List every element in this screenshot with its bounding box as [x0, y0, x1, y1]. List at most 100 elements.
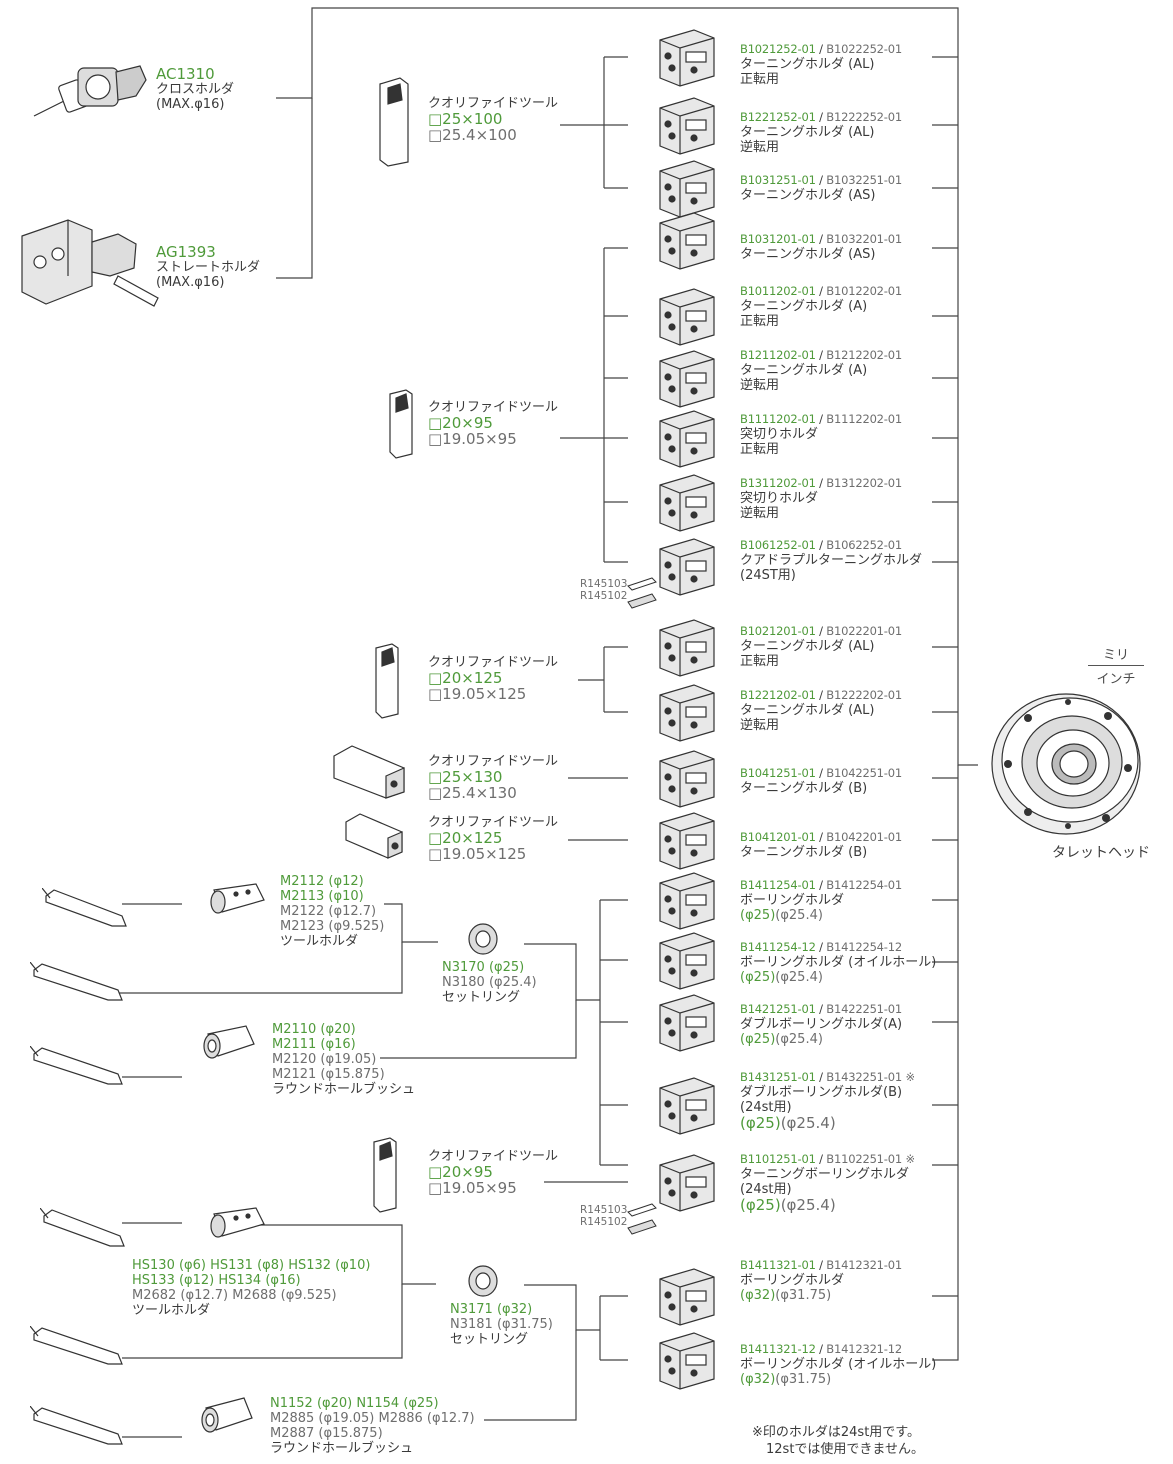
label-text: クオリファイドツール [428, 1149, 558, 1164]
label-text: セットリング [442, 990, 537, 1005]
holder-block-icon [654, 407, 720, 469]
boring-bar-icon [30, 1326, 126, 1368]
boring-bar-icon [42, 888, 130, 930]
label-text: B1431251-01 [740, 1070, 816, 1084]
label-text: クオリファイドツール [428, 400, 558, 415]
qualified-tool-icon [386, 388, 416, 460]
label-text: 逆転用 [740, 718, 902, 733]
label-line: (φ32)(φ31.75) [740, 1372, 936, 1387]
holder-block-icon [654, 471, 720, 533]
label-line: B1101251-01 / B1102251-01 ※ [740, 1152, 915, 1167]
boring-bar-icon [30, 1406, 126, 1448]
holder-block-icon [654, 1329, 720, 1391]
cross-holder-name: クロスホルダ [156, 82, 234, 97]
tool-holder-sleeve-icon [206, 1204, 268, 1244]
straight-holder-label: AG1393 ストレートホルダ (MAX.φ16) [156, 244, 260, 290]
label-text: クオリファイドツール [428, 96, 558, 111]
holder-block-icon [654, 285, 720, 347]
boring-bar-icon [30, 962, 126, 1004]
label-line: B1041201-01 / B1042201-01 [740, 830, 902, 845]
label-text: B1211202-01 [740, 348, 816, 362]
qualified-tool-label: クオリファイドツール □20×95 □19.05×95 [428, 400, 558, 447]
label-text: B1411254-01 [740, 878, 816, 892]
holder-label: B1021201-01 / B1022201-01 ターニングホルダ (AL)正… [740, 624, 902, 669]
label-text: B1101251-01 [740, 1152, 816, 1166]
label-line: B1011202-01 / B1012202-01 [740, 284, 902, 299]
label-line: (φ25)(φ25.4) [740, 1032, 902, 1047]
label-text: □20×125 [428, 670, 558, 686]
qualified-tool-icon [332, 742, 408, 800]
label-text: □19.05×125 [428, 846, 558, 862]
label-text: ボーリングホルダ [740, 1273, 902, 1288]
straight-holder-code: AG1393 [156, 244, 260, 260]
label-text: □20×95 [428, 1164, 558, 1180]
label-text: M2885 (φ19.05) M2886 (φ12.7) [270, 1411, 475, 1426]
legend-mm: ミリ [1088, 644, 1144, 666]
label-text: ラウンドホールブッシュ [272, 1082, 415, 1097]
label-line: B1021252-01 / B1022252-01 [740, 42, 902, 57]
label-line: B1031251-01 / B1032251-01 [740, 173, 902, 188]
label-text: セットリング [450, 1332, 553, 1347]
wedge-label: R145103 R145102 [580, 578, 627, 602]
label-text: (φ25.4) [775, 908, 823, 923]
label-text: ターニングボーリングホルダ [740, 1167, 915, 1182]
label-text: M2112 (φ12) [280, 874, 384, 889]
label-text: B1042201-01 [826, 830, 902, 844]
label-text: ターニングホルダ (AL) [740, 639, 902, 654]
holder-label: B1431251-01 / B1432251-01 ※ ダブルボーリングホルダ(… [740, 1070, 915, 1131]
cross-holder-drawing [32, 50, 150, 122]
label-text: ターニングホルダ (AL) [740, 57, 902, 72]
label-text: 突切りホルダ [740, 427, 902, 442]
legend-inch: インチ [1088, 666, 1144, 687]
label-text: ツールホルダ [280, 934, 384, 949]
label-text: M2122 (φ12.7) [280, 904, 384, 919]
label-line: B1021201-01 / B1022201-01 [740, 624, 902, 639]
label-line: (φ25)(φ25.4) [740, 970, 936, 985]
label-text: クオリファイドツール [428, 655, 558, 670]
label-text: □25×100 [428, 111, 558, 127]
label-text: ツールホルダ [132, 1303, 370, 1318]
label-text: 正転用 [740, 442, 902, 457]
label-line: B1221252-01 / B1222252-01 [740, 110, 902, 125]
qualified-tool-icon [376, 76, 412, 168]
round-hole-bush-label: M2110 (φ20) M2111 (φ16) M2120 (φ19.05) M… [272, 1022, 415, 1097]
label-text: ダブルボーリングホルダ(B) [740, 1085, 915, 1100]
label-text: B1062252-01 [826, 538, 902, 552]
label-text: (φ25.4) [775, 1032, 823, 1047]
label-text: B1042251-01 [826, 766, 902, 780]
turret-head-drawing [988, 688, 1148, 844]
holder-label: B1031251-01 / B1032251-01 ターニングホルダ (AS) [740, 173, 902, 203]
set-ring-label: N3171 (φ32) N3181 (φ31.75) セットリング [450, 1302, 553, 1347]
label-text: B1432251-01 ※ [826, 1070, 915, 1084]
wedge-label: R145103 R145102 [580, 1204, 627, 1228]
label-line: B1061252-01 / B1062252-01 [740, 538, 922, 553]
label-text: 正転用 [740, 72, 902, 87]
label-line: B1411254-01 / B1412254-01 [740, 878, 902, 893]
label-text: □20×125 [428, 830, 558, 846]
label-text: B1411321-12 [740, 1342, 816, 1356]
holder-label: B1041251-01 / B1042251-01 ターニングホルダ (B) [740, 766, 902, 796]
label-text: B1421251-01 [740, 1002, 816, 1016]
holder-block-icon [654, 1265, 720, 1327]
cross-holder-label: AC1310 クロスホルダ (MAX.φ16) [156, 66, 234, 112]
unit-legend: ミリ インチ [1088, 644, 1144, 687]
label-text: M2682 (φ12.7) M2688 (φ9.525) [132, 1288, 370, 1303]
label-text: ターニングホルダ (AS) [740, 188, 902, 203]
label-text: B1312202-01 [826, 476, 902, 490]
label-text: 突切りホルダ [740, 491, 902, 506]
holder-label: B1041201-01 / B1042201-01 ターニングホルダ (B) [740, 830, 902, 860]
round-hole-bush-icon [198, 1394, 256, 1438]
straight-holder-name: ストレートホルダ [156, 260, 260, 275]
label-text: (24ST用) [740, 568, 922, 583]
label-text: HS133 (φ12) HS134 (φ16) [132, 1273, 370, 1288]
label-text: B1021201-01 [740, 624, 816, 638]
label-text: B1411321-01 [740, 1258, 816, 1272]
label-text: B1212202-01 [826, 348, 902, 362]
label-line: B1311202-01 / B1312202-01 [740, 476, 902, 491]
label-line: (φ25)(φ25.4) [740, 908, 902, 923]
holder-block-icon [654, 991, 720, 1053]
label-text: B1102251-01 ※ [826, 1152, 915, 1166]
label-line: B1041251-01 / B1042251-01 [740, 766, 902, 781]
qualified-tool-label: クオリファイドツール □25×130 □25.4×130 [428, 754, 558, 801]
label-text: (φ25.4) [781, 1114, 836, 1132]
